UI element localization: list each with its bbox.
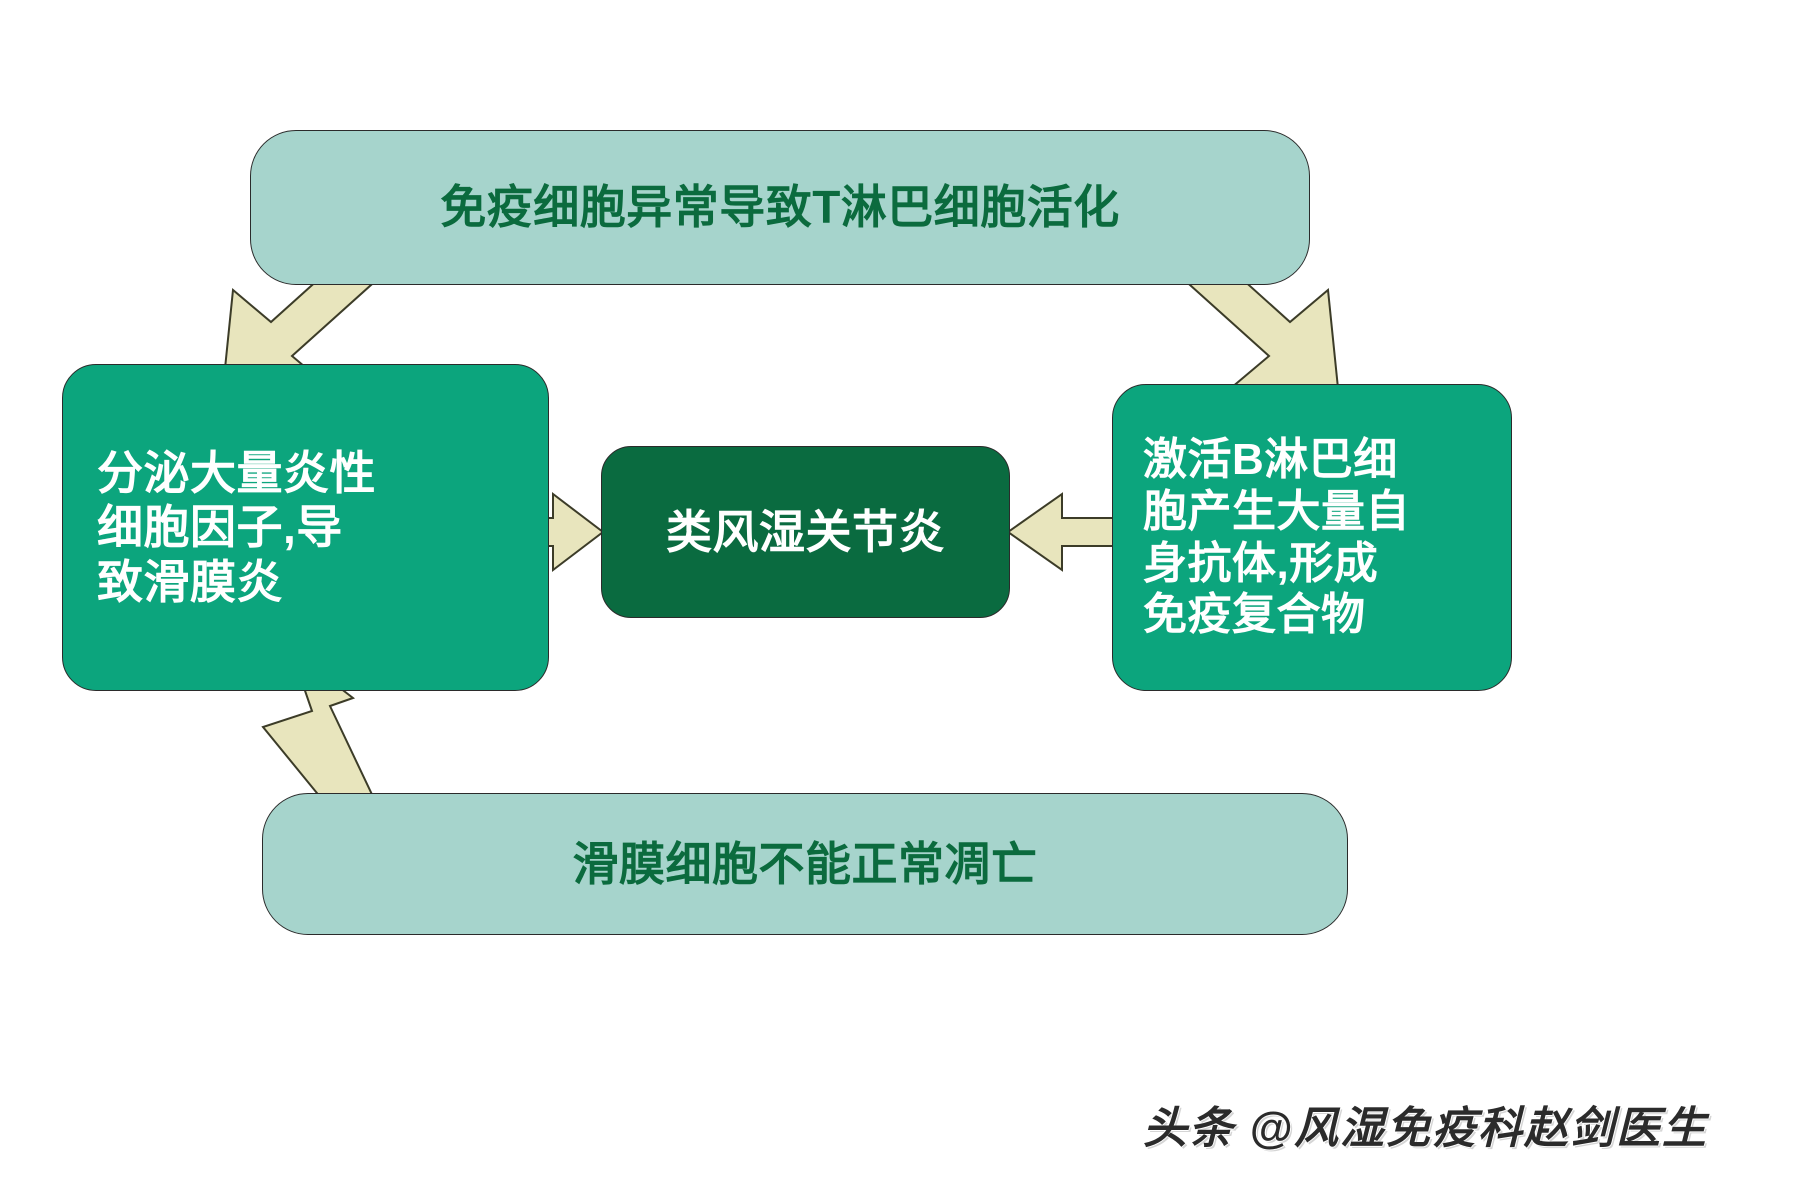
node-inflammatory-cytokines: 分泌大量炎性 细胞因子,导 致滑膜炎 bbox=[62, 364, 549, 691]
node-synovial-apoptosis-failure: 滑膜细胞不能正常凋亡 bbox=[262, 793, 1348, 935]
node-b-cell-activation: 激活B淋巴细 胞产生大量自 身抗体,形成 免疫复合物 bbox=[1112, 384, 1512, 691]
node-immune-cell-abnormality: 免疫细胞异常导致T淋巴细胞活化 bbox=[250, 130, 1310, 285]
watermark-text: 头条 @风湿免疫科赵剑医生 bbox=[1142, 1104, 1708, 1153]
arrow-right-to-center bbox=[1006, 492, 1117, 572]
node-rheumatoid-arthritis: 类风湿关节炎 bbox=[601, 446, 1010, 618]
